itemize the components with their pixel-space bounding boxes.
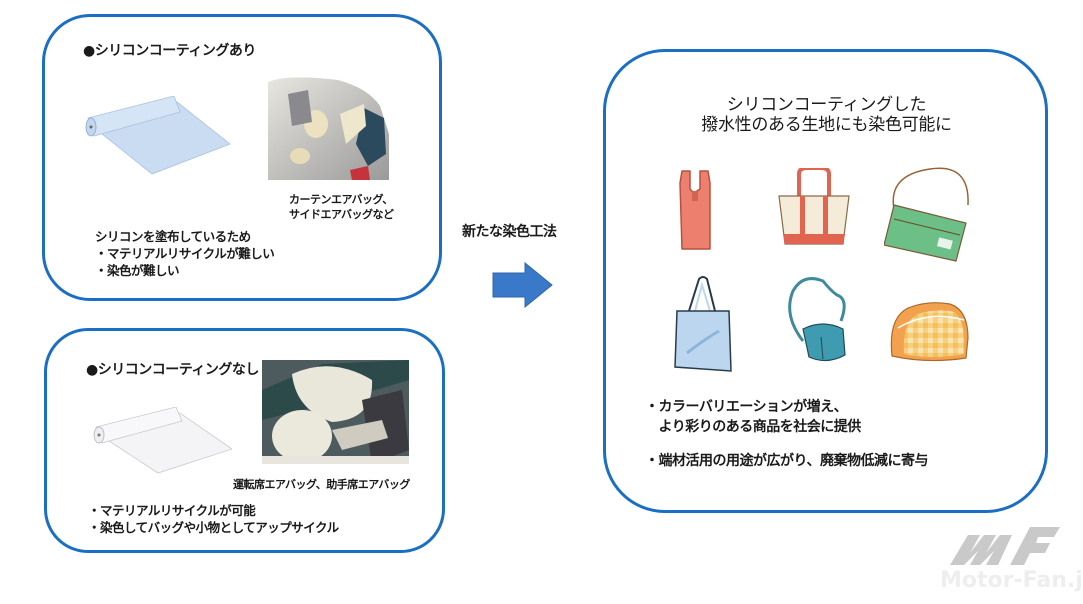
messenger-bag-icon: [788, 277, 846, 362]
new-dyeing-method-label: 新たな染色工法: [462, 224, 557, 240]
tote-bag-icon: [778, 168, 850, 245]
caption-line: カーテンエアバッグ、: [289, 193, 393, 206]
description-line: ・マテリアルリサイクルが難しい: [95, 246, 275, 261]
right-arrow-icon: [492, 262, 553, 308]
pouch-icon: [890, 302, 969, 362]
benefit-line: より彩りのある商品を社会に提供: [645, 419, 861, 435]
panel-without-coating-description: ・マテリアルリサイクルが可能 ・染色してバッグや小物としてアップサイクル: [88, 502, 339, 536]
description-line: ・染色してバッグや小物としてアップサイクル: [88, 520, 339, 535]
car-cutaway-image: [268, 77, 389, 180]
motor-fan-logo-icon: [950, 527, 1060, 565]
watermark-text: Motor-Fan.jp: [940, 568, 1083, 593]
description-line: シリコンを塗布しているため: [95, 229, 251, 244]
title-line: シリコンコーティングした: [726, 95, 927, 115]
benefit-line: ・端材活用の用途が広がり、廃棄物低減に寄与: [645, 453, 928, 469]
benefit-line: ・カラーバリエーションが増え、: [645, 399, 848, 415]
eco-bag-icon: [674, 276, 732, 372]
front-airbags-image: [262, 360, 409, 464]
front-airbag-photo: [262, 360, 409, 464]
title-line: 撥水性のある生地にも染色可能に: [701, 115, 952, 135]
shoulder-pouch-icon: [884, 167, 969, 262]
shopping-bag-icon: [679, 170, 711, 250]
benefit-waste-reduction: ・端材活用の用途が広がり、廃棄物低減に寄与: [645, 451, 928, 471]
blue-fabric-roll-icon: [85, 96, 231, 175]
curtain-airbag-caption: カーテンエアバッグ、 サイドエアバッグなど: [289, 192, 394, 222]
description-line: ・マテリアルリサイクルが可能: [88, 503, 256, 518]
description-line: ・染色が難しい: [95, 263, 180, 278]
caption-line: サイドエアバッグなど: [289, 208, 394, 221]
panel-result: [603, 49, 1048, 513]
result-title: シリコンコーティングした 撥水性のある生地にも染色可能に: [604, 95, 1049, 135]
panel-with-coating-description: シリコンを塗布しているため ・マテリアルリサイクルが難しい ・染色が難しい: [95, 228, 275, 279]
front-airbag-caption: 運転席エアバッグ、助手席エアバッグ: [233, 478, 410, 491]
panel-without-coating-heading: ●シリコンコーティングなし: [86, 362, 259, 378]
white-fabric-roll-icon: [93, 407, 232, 474]
benefit-color-variation: ・カラーバリエーションが増え、 より彩りのある商品を社会に提供: [645, 397, 861, 437]
panel-with-coating-heading: ●シリコンコーティングあり: [83, 43, 256, 59]
curtain-airbag-photo: [268, 74, 389, 180]
